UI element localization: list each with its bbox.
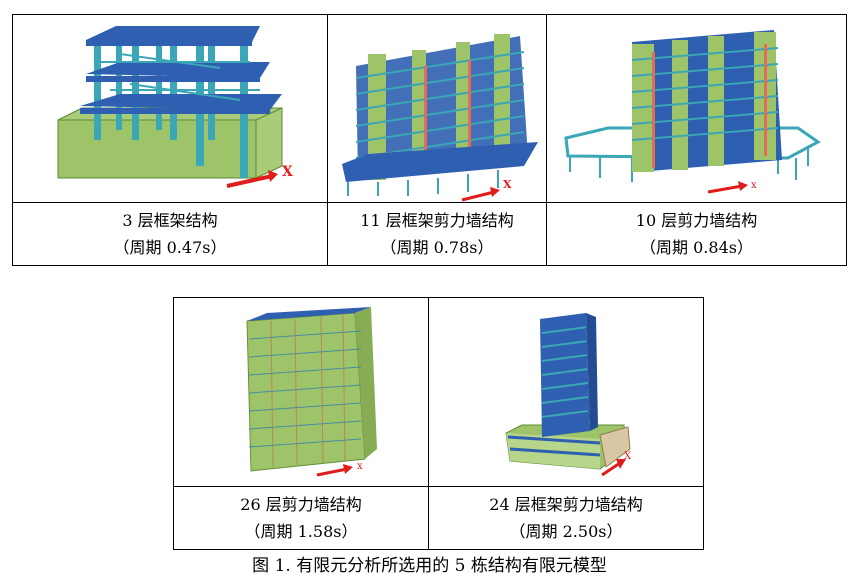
x-axis-arrow-icon xyxy=(461,190,495,201)
x-axis-arrow-icon xyxy=(316,467,347,476)
model-image-cell: x xyxy=(173,297,429,487)
frame-shear-wall-24-story-model-image: X xyxy=(504,312,632,476)
model-caption: 11 层框架剪力墙结构 （周期 0.78s） xyxy=(327,202,547,266)
frame-shear-wall-11-story-model-image: X xyxy=(342,33,538,201)
model-name: 11 层框架剪力墙结构 xyxy=(360,211,514,230)
shear-wall-26-story-model-image: x xyxy=(245,306,377,476)
frame-3-story-model-image: X xyxy=(57,25,293,188)
model-name: 3 层框架结构 xyxy=(122,211,218,230)
model-name: 10 层剪力墙结构 xyxy=(635,211,758,230)
model-name: 24 层框架剪力墙结构 xyxy=(489,495,643,514)
model-caption: 24 层框架剪力墙结构 （周期 2.50s） xyxy=(428,486,704,550)
axis-label: X xyxy=(503,178,512,191)
x-axis-arrow-icon xyxy=(707,184,742,193)
axis-label: x xyxy=(751,180,757,191)
bottom-model-table: x X 26 层剪力墙结构 xyxy=(173,297,704,550)
x-axis-arrow-icon xyxy=(600,461,621,476)
axis-label: x xyxy=(357,461,363,472)
model-caption: 3 层框架结构 （周期 0.47s） xyxy=(12,202,328,266)
model-caption: 10 层剪力墙结构 （周期 0.84s） xyxy=(546,202,847,266)
top-model-table: X X xyxy=(12,14,847,266)
model-image-cell: X xyxy=(327,14,547,203)
model-caption: 26 层剪力墙结构 （周期 1.58s） xyxy=(173,486,429,550)
model-image-cell: X xyxy=(428,297,704,487)
axis-label: X xyxy=(624,451,632,462)
model-name: 26 层剪力墙结构 xyxy=(240,495,362,514)
model-period: （周期 0.84s） xyxy=(640,238,753,257)
model-image-cell: x xyxy=(546,14,847,203)
model-period: （周期 0.47s） xyxy=(113,238,227,257)
shear-wall-10-story-model-image: x xyxy=(563,29,821,193)
figure-caption: 图 1. 有限元分析所选用的 5 栋结构有限元模型 xyxy=(252,556,607,576)
model-period: （周期 2.50s） xyxy=(509,522,623,541)
model-period: （周期 1.58s） xyxy=(244,522,358,541)
axis-label: X xyxy=(282,164,293,180)
model-period: （周期 0.78s） xyxy=(380,238,494,257)
x-axis-arrow-icon xyxy=(226,173,273,188)
model-image-cell: X xyxy=(12,14,328,203)
